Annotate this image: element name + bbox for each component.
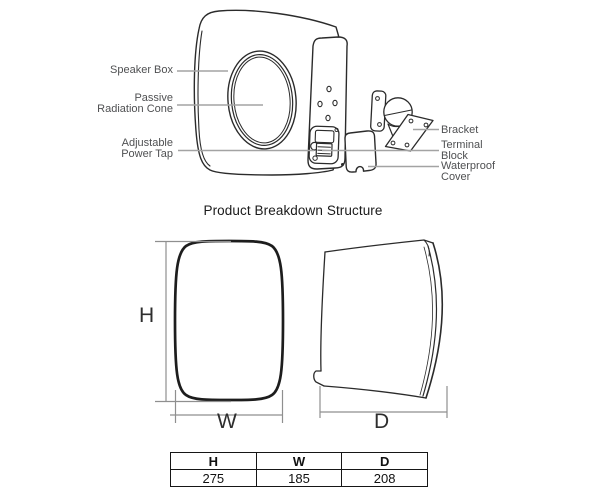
leader-lines [177, 70, 439, 168]
terminal-block-label: Terminal Block [441, 139, 483, 162]
side-view-cover-tab [313, 370, 325, 387]
table-header-w: W [255, 452, 343, 470]
table-header-d: D [341, 452, 428, 470]
table-value-d: 208 [341, 469, 428, 487]
dimensions-table: H W D 275 185 208 [170, 452, 428, 487]
front-view-dimensions [155, 240, 284, 423]
terminal-area-drawing [308, 125, 340, 165]
width-dimension-letter: W [217, 410, 237, 433]
passive-radiation-cone-label: Passive Radiation Cone [97, 92, 173, 115]
bracket-label: Bracket [441, 124, 479, 136]
diagram-caption: Product Breakdown Structure [203, 203, 383, 218]
speaker-box-label: Speaker Box [110, 64, 173, 76]
speaker-box-outline [193, 9, 346, 176]
keyhole-slots [317, 85, 338, 122]
passive-radiation-cone-drawing [227, 50, 297, 150]
height-dimension-letter: H [139, 304, 155, 327]
side-view-drawing [313, 239, 444, 399]
depth-dimension-letter: D [374, 410, 390, 433]
exploded-view-drawing [193, 9, 434, 176]
side-view-dimensions [319, 386, 448, 418]
table-value-h: 275 [170, 469, 257, 487]
adjustable-power-tap-label: Adjustable Power Tap [121, 137, 173, 160]
waterproof-cover-label: Waterproof Cover [441, 160, 496, 183]
bracket-wall-plate [384, 113, 434, 152]
front-view-drawing [173, 239, 285, 402]
bracket-drawing [370, 90, 434, 152]
waterproof-cover-drawing [341, 130, 377, 173]
dimensions-table-value-row: 275 185 208 [170, 469, 428, 487]
table-header-h: H [170, 452, 257, 470]
dimensions-table-header-row: H W D [170, 452, 428, 470]
table-value-w: 185 [255, 469, 343, 487]
front-view-outline [173, 239, 285, 402]
side-view-front-curve [425, 242, 444, 399]
speaker-box-edge-highlight [197, 30, 211, 167]
